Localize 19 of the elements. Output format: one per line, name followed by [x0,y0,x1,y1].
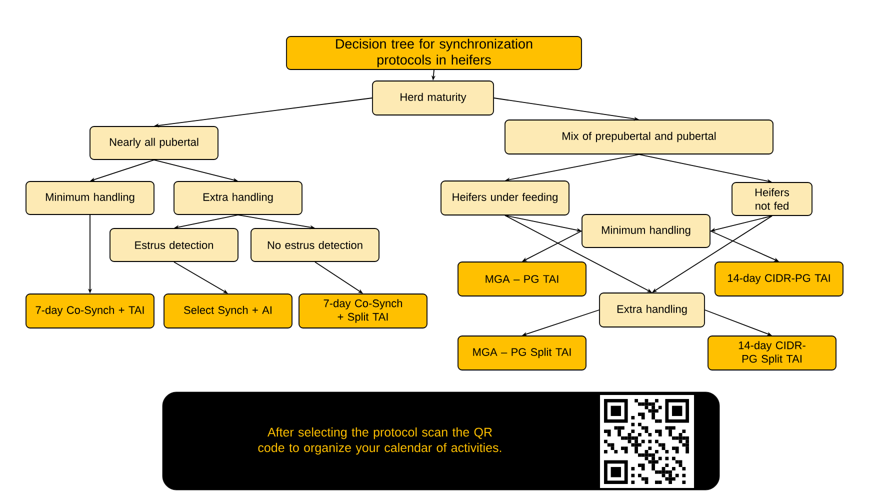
decision-box: Estrus detection [110,228,238,262]
protocol-box: 14-day CIDR-PG TAI [714,262,844,296]
decision-box: Heifers under feeding [440,180,570,216]
title-box: Decision tree for synchronization protocols in heifers [286,36,582,70]
decision-box: Extra handling [174,181,302,215]
decision-box: Extra handling [599,292,705,328]
decision-box: Herd maturity [372,80,494,116]
protocol-box: 7-day Co-Synch + TAI [26,294,154,328]
protocol-box: MGA – PG Split TAI [458,336,586,370]
decision-box: No estrus detection [250,228,380,262]
protocol-box: MGA – PG TAI [458,262,586,296]
decision-box: Mix of prepubertal and pubertal [504,120,774,154]
decision-box: Minimum handling [26,181,154,215]
decision-box: Minimum handling [582,214,710,248]
protocol-box: Select Synch + AI [164,294,292,328]
decision-box: Heifers not fed [732,182,812,216]
decision-box: Nearly all pubertal [90,126,218,160]
protocol-box: 14-day CIDR-PG Split TAI [708,336,836,370]
protocol-box: 7-day Co-Synch + Split TAI [298,294,428,328]
